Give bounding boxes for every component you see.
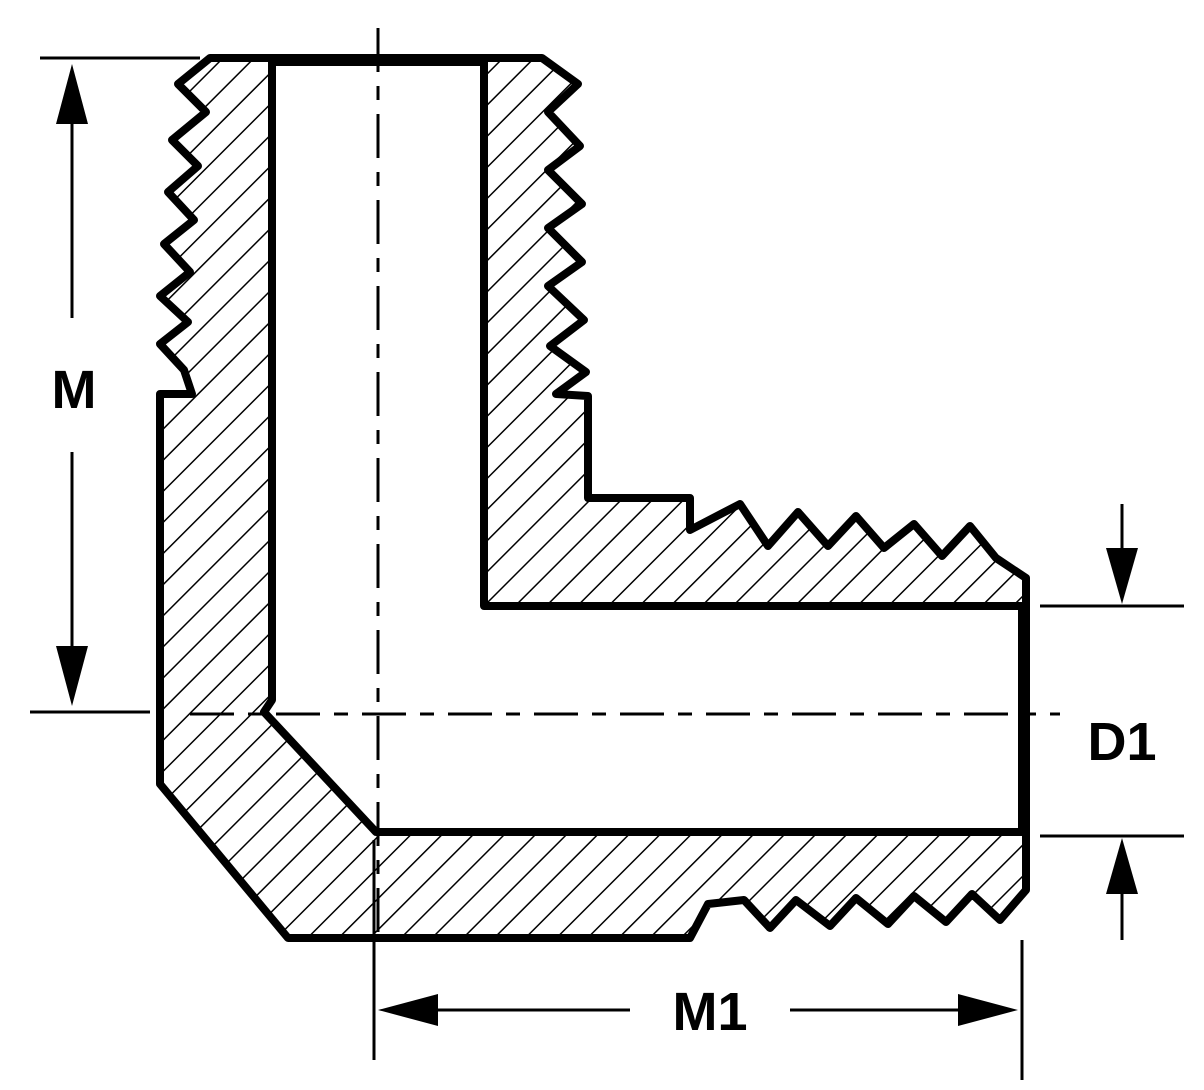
arrow-up-icon [56, 64, 88, 124]
dimension-label-d1: D1 [1087, 712, 1156, 772]
arrow-down-icon [1106, 548, 1138, 604]
dimension-label-m1: M1 [672, 982, 747, 1042]
arrow-right-icon [958, 994, 1018, 1026]
dimension-d1: D1 [1040, 504, 1184, 940]
dimension-label-m: M [52, 360, 97, 420]
arrow-up-icon [1106, 838, 1138, 894]
arrow-left-icon [378, 994, 438, 1026]
arrow-down-icon [56, 646, 88, 706]
dimension-m: M [30, 56, 200, 714]
internal-bore [260, 58, 1026, 836]
dimension-m1: M1 [372, 840, 1024, 1080]
